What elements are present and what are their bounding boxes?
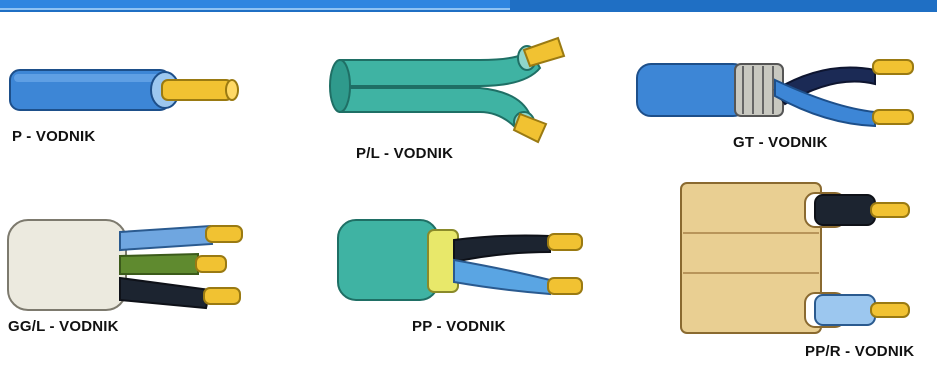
cable-label: P/L - VODNIK <box>356 145 453 162</box>
ggl-vodnik-illustration <box>0 190 270 330</box>
pp-vodnik-illustration <box>320 190 600 330</box>
cable-label: GG/L - VODNIK <box>8 318 119 335</box>
ppr-vodnik-illustration <box>675 175 935 345</box>
cable-label: P - VODNIK <box>12 128 95 145</box>
cable-label: PP - VODNIK <box>412 318 506 335</box>
cable-label: PP/R - VODNIK <box>805 343 914 360</box>
cable-label: GT - VODNIK <box>733 134 828 151</box>
